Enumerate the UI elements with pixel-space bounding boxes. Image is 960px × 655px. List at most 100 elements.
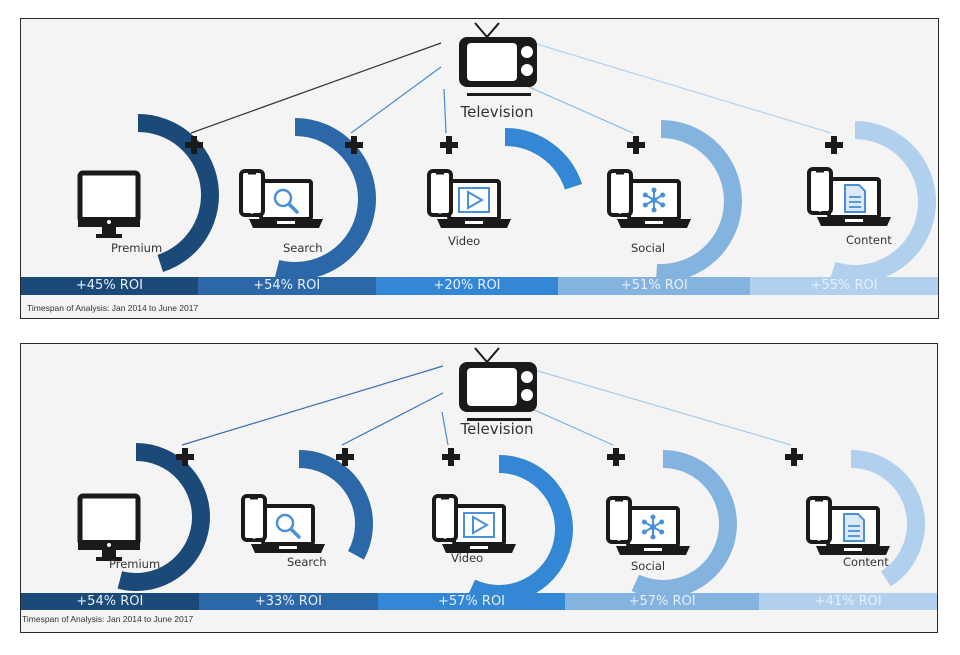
content-glyph (844, 184, 866, 213)
phone-speaker (815, 500, 823, 502)
connector-line-content (520, 365, 792, 446)
channel-label-search: Search (287, 555, 327, 569)
phone-speaker (615, 500, 623, 502)
laptop-trackpad (465, 221, 483, 224)
search-glyph (273, 188, 299, 214)
laptop-trackpad (470, 546, 488, 549)
laptop-screen (261, 504, 315, 546)
network-node (641, 519, 647, 525)
plus-vertical (448, 448, 454, 466)
network-hub (651, 197, 657, 203)
video-devices-icon (432, 494, 516, 553)
television-icon (459, 347, 537, 421)
roi-arc-premium (117, 443, 210, 591)
plus-vertical (791, 448, 797, 466)
roi-value-premium: +45% ROI (21, 277, 198, 295)
phone-home-button (250, 210, 254, 214)
network-node (660, 202, 666, 208)
plus-vertical (613, 448, 619, 466)
roi-value-premium: +54% ROI (21, 593, 199, 610)
phone-speaker (616, 173, 624, 175)
search-glyph (275, 513, 301, 539)
roi-arc-video (468, 455, 573, 593)
roi-bar: +54% ROI+33% ROI+57% ROI+57% ROI+41% ROI (21, 593, 937, 610)
laptop-screen (452, 504, 506, 546)
phone-home-button (617, 537, 621, 541)
connector-line-video (443, 88, 447, 134)
network-node (642, 202, 648, 208)
roi-arc-social (631, 450, 737, 593)
phone-body (427, 169, 453, 217)
connector-line-social (520, 403, 614, 446)
antenna-right (486, 347, 500, 363)
social-glyph (642, 187, 666, 213)
channel-label-premium: Premium (111, 241, 162, 255)
phone-home-button (443, 535, 447, 539)
channel-label-premium: Premium (109, 557, 160, 571)
plus-icon (185, 136, 203, 154)
television-label: Television (460, 420, 534, 438)
magnifier-lens (275, 513, 295, 533)
roi-value-content: +55% ROI (750, 277, 939, 295)
social-glyph (641, 514, 665, 540)
document-page (844, 184, 866, 213)
phone-speaker (250, 498, 258, 500)
channel-label-content: Content (846, 233, 892, 247)
phone-speaker (436, 173, 444, 175)
laptop-screen (259, 179, 313, 221)
roi-value-social: +57% ROI (564, 593, 760, 610)
channel-label-social: Social (631, 241, 665, 255)
tv-screen (467, 43, 517, 81)
monitor-power-dot (107, 220, 111, 224)
roi-arc-search (298, 450, 373, 560)
antenna-right (486, 22, 500, 38)
timespan-footnote: Timespan of Analysis: Jan 2014 to June 2… (27, 303, 199, 313)
phone-home-button (817, 537, 821, 541)
antenna-left (474, 347, 488, 363)
phone-home-button (438, 210, 442, 214)
phone-speaker (816, 171, 824, 173)
phone-body (607, 169, 633, 217)
connector-line-premium (190, 42, 442, 134)
connector-line-social (519, 82, 634, 134)
video-glyph (458, 187, 490, 213)
laptop-trackpad (279, 546, 297, 549)
desktop-monitor-icon (77, 170, 141, 238)
channel-label-video: Video (451, 551, 483, 565)
play-triangle (472, 515, 490, 535)
antenna-left (474, 22, 488, 38)
content-devices-icon (807, 167, 891, 226)
network-node (650, 534, 656, 540)
tv-stand-bar (467, 418, 531, 421)
roi-value-search: +33% ROI (198, 593, 379, 610)
roi-arc-social (656, 120, 742, 277)
laptop-trackpad (644, 548, 662, 551)
tv-knob-top (521, 371, 533, 383)
roi-value-video: +20% ROI (375, 277, 559, 295)
plus-icon (785, 448, 803, 466)
magnifier-lens (273, 188, 293, 208)
phone-body (239, 169, 265, 217)
tv-knob-top (521, 46, 533, 58)
channel-label-social: Social (631, 559, 665, 573)
plus-icon (627, 136, 645, 154)
phone-speaker (248, 173, 256, 175)
channel-label-content: Content (843, 555, 889, 569)
network-node (642, 192, 648, 198)
phone-body (606, 496, 632, 544)
content-devices-icon (806, 496, 890, 555)
tv-stand-bar (467, 93, 531, 96)
document-page (843, 513, 865, 542)
laptop-trackpad (645, 221, 663, 224)
content-glyph (843, 513, 865, 542)
roi-value-video: +57% ROI (378, 593, 565, 610)
connector-line-video (441, 411, 449, 446)
plus-icon (176, 448, 194, 466)
monitor-neck (102, 550, 116, 558)
monitor-screen (77, 493, 141, 547)
connector-line-search (341, 392, 444, 446)
laptop-trackpad (844, 548, 862, 551)
network-node (650, 514, 656, 520)
